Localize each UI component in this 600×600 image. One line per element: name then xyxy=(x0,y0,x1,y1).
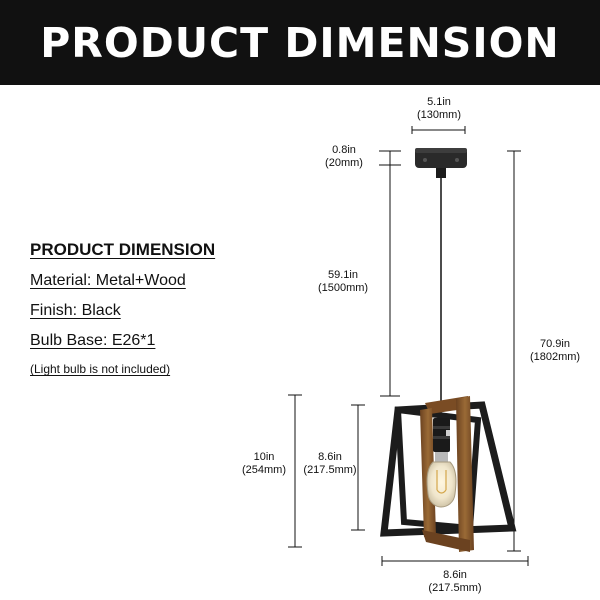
shade-height-label: 10in (254mm) xyxy=(236,451,292,477)
dimension-lines xyxy=(288,126,529,566)
spec-heading: PRODUCT DIMENSION xyxy=(30,240,216,259)
total-height-mm: (1802mm) xyxy=(529,351,581,363)
spec-material: Material: Metal+Wood xyxy=(30,272,186,289)
canopy-width-mm: (130mm) xyxy=(416,109,461,121)
shade-height-mm: (254mm) xyxy=(241,464,286,476)
banner-title: PRODUCT DIMENSION xyxy=(40,18,560,67)
spec-bulb-base: Bulb Base: E26*1 xyxy=(30,332,156,349)
frame-height-mm: (217.5mm) xyxy=(303,464,357,476)
spec-finish: Finish: Black xyxy=(30,302,121,319)
frame-height-in: 8.6in xyxy=(318,451,342,463)
rod-length-label: 59.1in (1500mm) xyxy=(303,269,383,295)
canopy-width-label: 5.1in (130mm) xyxy=(408,96,470,122)
spec-list: PRODUCT DIMENSION Material: Metal+Wood F… xyxy=(30,240,260,376)
title-banner: PRODUCT DIMENSION xyxy=(0,0,600,85)
canopy-width-in: 5.1in xyxy=(427,96,451,108)
shade-width-label: 8.6in (217.5mm) xyxy=(410,569,500,595)
shade-width-mm: (217.5mm) xyxy=(428,582,482,594)
rod-length-mm: (1500mm) xyxy=(317,282,369,294)
canopy-height-mm: (20mm) xyxy=(325,157,363,169)
shade-height-in: 10in xyxy=(253,451,275,463)
spec-note: (Light bulb is not included) xyxy=(30,362,171,376)
total-height-in: 70.9in xyxy=(540,338,570,350)
rod-length-in: 59.1in xyxy=(328,269,358,281)
canopy-height-in: 0.8in xyxy=(332,144,356,156)
light-bulb xyxy=(426,452,457,508)
shade-width-in: 8.6in xyxy=(443,569,467,581)
frame-height-label: 8.6in (217.5mm) xyxy=(296,451,364,477)
total-height-label: 70.9in (1802mm) xyxy=(516,338,594,364)
canopy-height-label: 0.8in (20mm) xyxy=(313,144,375,170)
canopy xyxy=(415,148,467,178)
bulb-socket xyxy=(433,418,450,452)
